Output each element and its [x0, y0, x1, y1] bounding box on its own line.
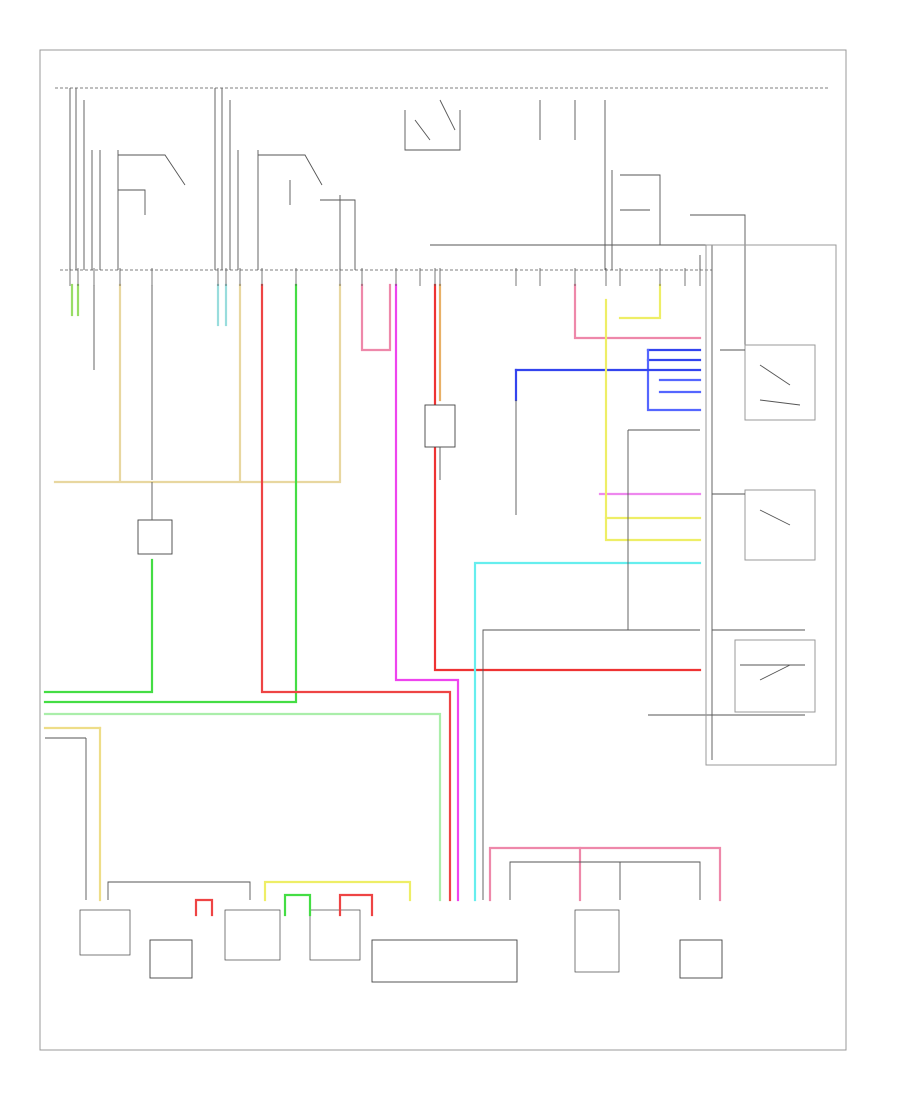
steering-switch-box: [744, 344, 816, 421]
green-wires: [43, 283, 442, 902]
pcm-box: [371, 939, 518, 983]
yellow-wires: [43, 283, 702, 902]
sensor-middle-box: [424, 404, 456, 448]
fuse-cluster-left: [69, 88, 186, 270]
magenta-wires: [394, 283, 702, 902]
control-unit-box: [734, 639, 816, 713]
ecu-bottom-right: [679, 939, 723, 979]
connector-bottom-3: [309, 909, 361, 961]
ecu-bottom-left: [149, 939, 193, 979]
shift-switch-box: [744, 489, 816, 561]
connector-bottom-2: [224, 909, 281, 961]
right-switch-blocks: [705, 244, 837, 766]
cyan-wires: [473, 561, 702, 902]
orange-wires: [424, 283, 517, 515]
fuse-cluster-middle: [214, 88, 356, 270]
blue-wires: [514, 348, 702, 412]
bottom-connectors: [79, 893, 723, 983]
connector-bottom-1: [79, 909, 131, 956]
left-wire-runs: [53, 283, 342, 484]
transmission-module-frame: [705, 244, 837, 766]
connector-pins: [69, 268, 701, 286]
red-wires: [260, 283, 722, 902]
grey-wires: [45, 429, 805, 900]
connector-bottom-4: [574, 909, 620, 973]
relay-left-box: [137, 519, 173, 555]
diagram-frame: [39, 49, 847, 1051]
